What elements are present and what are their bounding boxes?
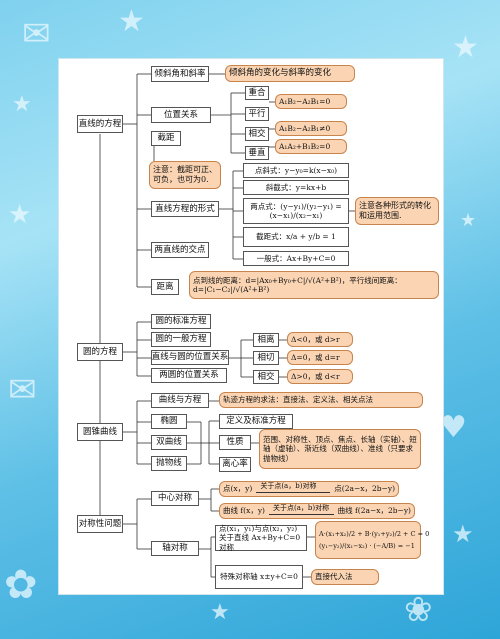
- star-icon: ★: [210, 600, 230, 625]
- formula-tangent: Δ=0，或 d=r: [287, 350, 353, 365]
- node-symmetry: 对称性问题: [77, 515, 123, 533]
- star-icon: ★: [12, 92, 32, 117]
- note-inclination-slope: 倾斜角的变化与斜率的变化: [225, 65, 355, 82]
- system-eq-1: A·(x₁+x₂)/2 + B·(y₁+y₂)/2 + C = 0: [319, 530, 430, 539]
- form-intercept: 截距式：x/a + y/b = 1: [243, 227, 349, 247]
- node-two-line-intersection: 两直线的交点: [151, 242, 209, 258]
- symmetry-arrow-label: 关于点(a，b)对称: [272, 504, 330, 512]
- note-properties: 范围、对称性、顶点、焦点、长轴（实轴）、短轴（虚轴）、渐近线（双曲线）、准线（只…: [259, 429, 421, 469]
- formula-separate: Δ<0，或 d>r: [287, 332, 353, 347]
- node-circle-standard: 圆的标准方程: [151, 314, 211, 329]
- star-icon: ★: [452, 30, 479, 65]
- curve-label: 曲线 f(x，y): [223, 506, 265, 516]
- form-point-slope: 点斜式：y−y₀=k(x−x₀): [243, 163, 349, 178]
- node-eccentricity: 离心率: [219, 457, 251, 472]
- node-parallel: 平行: [245, 107, 269, 121]
- formula-point-central: 点(x，y) 关于点(a，b)对称 点(2a−x，2b−y): [219, 481, 399, 497]
- formula-curve-central: 曲线 f(x，y) 关于点(a，b)对称 曲线 f(2a−x，2b−y): [219, 503, 415, 519]
- node-circle-equation: 圆的方程: [77, 343, 123, 361]
- node-parabola: 抛物线: [151, 456, 187, 471]
- node-inclination-slope: 倾斜角和斜率: [151, 66, 209, 82]
- form-two-point: 两点式：(y−y₁)/(y₂−y₁) = (x−x₁)/(x₂−x₁): [243, 198, 349, 224]
- node-special-axis: 特殊对称轴 x±y+C=0: [215, 565, 303, 589]
- connector-lines: [99, 73, 355, 578]
- node-definition-standard: 定义及标准方程: [219, 414, 293, 429]
- node-intercept: 截距: [151, 131, 181, 146]
- star-icon: ★: [8, 200, 32, 230]
- node-axial-condition: 点(x₁，y₁)与点(x₂，y₂)关于直线 Ax+By+C=0 对称: [215, 524, 307, 552]
- swirl-icon: ✿: [4, 562, 38, 608]
- star-icon: ★: [452, 520, 474, 548]
- node-intersect: 相交: [245, 127, 269, 141]
- node-position-relation: 位置关系: [151, 107, 211, 123]
- mindmap-card: 直线的方程 圆的方程 圆锥曲线 对称性问题 倾斜角和斜率 倾斜角的变化与斜率的变…: [58, 58, 444, 595]
- node-coincide: 重合: [245, 86, 269, 100]
- formula-circle-intersect: Δ>0，或 d<r: [287, 369, 353, 384]
- node-two-circle-relation: 两圆的位置关系: [151, 368, 227, 383]
- node-ellipse: 椭圆: [151, 414, 187, 429]
- node-circle-general: 圆的一般方程: [151, 332, 211, 347]
- node-conic-sections: 圆锥曲线: [77, 423, 123, 441]
- node-axial-symmetry: 轴对称: [151, 541, 199, 556]
- swirl-icon: ❀: [404, 590, 433, 630]
- system-eq-2: (y₁−y₂)/(x₁−x₂) · (−A/B) = −1: [319, 541, 415, 550]
- form-slope-intercept: 斜截式：y=kx+b: [243, 180, 349, 195]
- formula-distance: 点到线的距离：d=|Ax₀+By₀+C|/√(A²+B²)，平行线间距离：d=|…: [189, 271, 439, 299]
- node-line-forms: 直线方程的形式: [151, 201, 219, 217]
- node-perpendicular: 垂直: [245, 146, 269, 160]
- envelope-icon: ✉: [8, 370, 37, 410]
- note-line-forms: 注意各种形式的转化和运用范围.: [355, 197, 439, 225]
- note-locus-methods: 轨迹方程的求法：直接法、定义法、相关点法: [219, 392, 423, 408]
- formula-parallel: A₁B₂−A₂B₁=0: [275, 94, 347, 109]
- node-curve-equation: 曲线与方程: [151, 393, 209, 408]
- point-result: 点(2a−x，2b−y): [334, 484, 395, 494]
- node-hyperbola: 双曲线: [151, 435, 187, 450]
- formula-intersect: A₁B₂−A₂B₁≠0: [275, 121, 347, 136]
- note-intercept: 注意：截距可正、可负，也可为0.: [149, 161, 221, 189]
- star-icon: ★: [118, 4, 145, 39]
- node-tangent: 相切: [253, 351, 279, 365]
- star-icon: ★: [460, 210, 477, 231]
- heart-icon: ♥: [440, 410, 467, 445]
- symmetry-arrow-label: 关于点(a，b)对称: [260, 482, 317, 490]
- node-circle-intersect: 相交: [253, 370, 279, 384]
- formula-axial-system: A·(x₁+x₂)/2 + B·(y₁+y₂)/2 + C = 0 (y₁−y₂…: [315, 521, 429, 559]
- node-distance: 距离: [151, 279, 179, 295]
- formula-perpendicular: A₁A₂+B₁B₂=0: [275, 139, 347, 154]
- symmetry-arrow: 关于点(a，b)对称: [256, 482, 331, 493]
- node-line-circle-relation: 直线与圆的位置关系: [151, 350, 229, 365]
- node-properties: 性质: [219, 435, 251, 450]
- envelope-icon: ✉: [22, 14, 51, 54]
- note-direct-substitution: 直接代入法: [311, 569, 379, 585]
- curve-result: 曲线 f(2a−x，2b−y): [337, 506, 411, 516]
- form-general: 一般式：Ax+By+C=0: [243, 251, 349, 266]
- node-line-equation: 直线的方程: [77, 115, 123, 133]
- point-label: 点(x，y): [223, 484, 253, 494]
- node-separate: 相离: [253, 333, 279, 347]
- symmetry-arrow: 关于点(a，b)对称: [268, 504, 334, 515]
- node-central-symmetry: 中心对称: [151, 491, 199, 506]
